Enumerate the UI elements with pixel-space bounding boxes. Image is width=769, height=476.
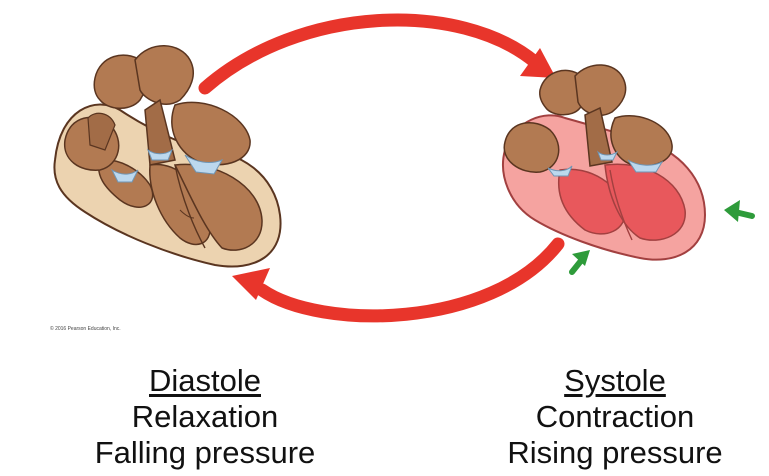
bottom-cycle-arrow: [232, 244, 558, 316]
systole-heart-illustration: [503, 65, 705, 260]
diastole-line-2: Falling pressure: [40, 435, 370, 471]
copyright-notice: © 2016 Pearson Education, Inc.: [50, 326, 121, 332]
diastole-title: Diastole: [40, 363, 370, 399]
systole-title: Systole: [465, 363, 765, 399]
green-arrow-right: [724, 200, 752, 222]
diastole-line-1: Relaxation: [40, 399, 370, 435]
diastole-label-block: Diastole Relaxation Falling pressure: [40, 363, 370, 471]
systole-line-2: Rising pressure: [465, 435, 765, 471]
top-cycle-arrow: [205, 20, 556, 88]
green-arrow-lower: [572, 250, 590, 272]
systole-label-block: Systole Contraction Rising pressure: [465, 363, 765, 471]
diastole-heart-illustration: [54, 46, 280, 267]
systole-line-1: Contraction: [465, 399, 765, 435]
